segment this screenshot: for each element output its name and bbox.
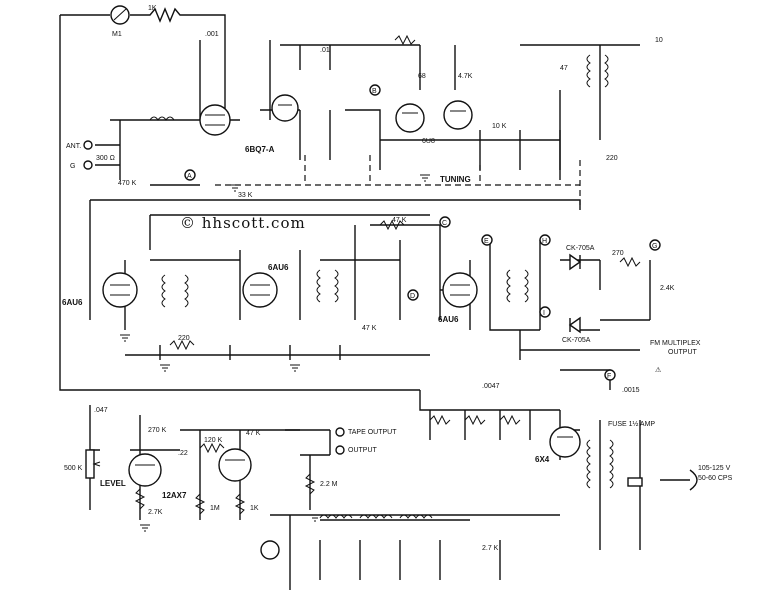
capacitor-c22: 10: [655, 37, 663, 44]
watermark: © hhscott.com: [180, 214, 306, 232]
wiring: [59, 7, 690, 590]
antenna-terminal[interactable]: [83, 140, 93, 150]
resistor-r5: 33 K: [238, 192, 253, 199]
diode-ck705a-2: [568, 316, 581, 334]
test-point-b: B: [372, 88, 377, 95]
resistor-r23: 2.4K: [660, 285, 675, 292]
tube-v7: [549, 426, 581, 458]
resistor-r2: 1K: [148, 5, 157, 12]
capacitor-c9: .01: [320, 47, 330, 54]
test-point-g: G: [652, 243, 657, 250]
resistor-r28: 120 K: [204, 437, 223, 444]
capacitor-c30: .047: [94, 407, 108, 414]
tube-v1b: [271, 94, 299, 122]
antenna-label: ANT.: [66, 143, 81, 150]
fm-multiplex-output-label: OUTPUT: [668, 349, 698, 356]
capacitor-c38: .22: [178, 450, 188, 457]
resistor-r4: 470 K: [118, 180, 137, 187]
resistor-r31: 1M: [210, 505, 220, 512]
tube-v5: [442, 272, 478, 308]
resistor-r19: 47 K: [362, 325, 377, 332]
resistor-r22: 270: [612, 250, 624, 257]
fuse: [627, 477, 643, 487]
output-label: OUTPUT: [348, 447, 378, 454]
resistor-r11: 47 K: [392, 217, 407, 224]
fuse-label: FUSE 1½ AMP: [608, 420, 655, 428]
capacitor-c8: .001: [205, 31, 219, 38]
test-point-h: H: [542, 238, 547, 245]
resistor-r25: 500 K: [64, 465, 83, 472]
ground-terminal[interactable]: [83, 160, 93, 170]
diode1-label: CK-705A: [566, 245, 595, 252]
capacitor-c35: .0015: [622, 387, 640, 394]
test-point-f: F: [607, 373, 611, 380]
tube-v1a: [199, 104, 231, 136]
resistor-r30: 47 K: [246, 430, 261, 437]
ac-plug: [689, 469, 698, 491]
output-jack[interactable]: [335, 445, 345, 455]
resistor-r16: 220: [178, 335, 190, 342]
resistor-r26: 270 K: [148, 427, 167, 434]
tube-v2a: [395, 103, 425, 133]
resistor-r27: 2.7K: [148, 509, 163, 516]
components: [83, 5, 698, 560]
diode2-label: CK-705A: [562, 337, 591, 344]
tape-output-label: TAPE OUTPUT: [348, 429, 397, 436]
test-point-i: I: [543, 310, 545, 317]
resistor-r33: 2.2 M: [320, 481, 338, 488]
tube-label-v4: 6AU6: [268, 263, 289, 272]
tube-label-v2: 6U8: [422, 138, 435, 145]
warning-icon: ⚠: [655, 366, 661, 374]
resistor-r36: 2.7 K: [482, 545, 499, 552]
ac-line-label: 105-125 V: [698, 465, 731, 472]
tube-v2b: [443, 100, 473, 130]
capacitor-c25: .0047: [482, 383, 500, 390]
jack: [260, 540, 280, 560]
ground-label: G: [70, 163, 75, 170]
test-point-c: C: [442, 220, 447, 227]
tube-label-v7: 6X4: [535, 455, 550, 464]
test-point-a: A: [187, 173, 192, 180]
resistor-r8: 4.7K: [458, 73, 473, 80]
tube-label-v6: 12AX7: [162, 491, 187, 500]
tube-label-v5: 6AU6: [438, 315, 459, 324]
capacitor-c24: 47: [560, 65, 568, 72]
level-label: LEVEL: [100, 479, 126, 488]
diode-ck705a: [569, 253, 582, 271]
test-point-d: D: [410, 293, 415, 300]
tube-v6a: [128, 453, 162, 487]
resistor-r9: 10 K: [492, 123, 507, 130]
tube-v6b: [218, 448, 252, 482]
tube-v4: [242, 272, 278, 308]
resistor-r7: 68: [418, 73, 426, 80]
tube-v3: [102, 272, 138, 308]
tape-output-jack[interactable]: [335, 427, 345, 437]
resistor-r32: 1K: [250, 505, 259, 512]
test-point-e: E: [484, 238, 489, 245]
fm-multiplex-label: FM MULTIPLEX: [650, 340, 701, 347]
tuning-label: TUNING: [440, 175, 471, 184]
tube-label-v1: 6BQ7-A: [245, 145, 275, 154]
text-labels: © hhscott.com 6BQ7-A 6U8 6AU6 6AU6 6AU6 …: [62, 5, 733, 552]
impedance-label: 300 Ω: [96, 155, 115, 162]
resistor-r10: 220: [606, 155, 618, 162]
tube-label-v3: 6AU6: [62, 298, 83, 307]
ac-freq-label: 50-60 CPS: [698, 475, 733, 482]
meter-label: M1: [112, 31, 122, 38]
